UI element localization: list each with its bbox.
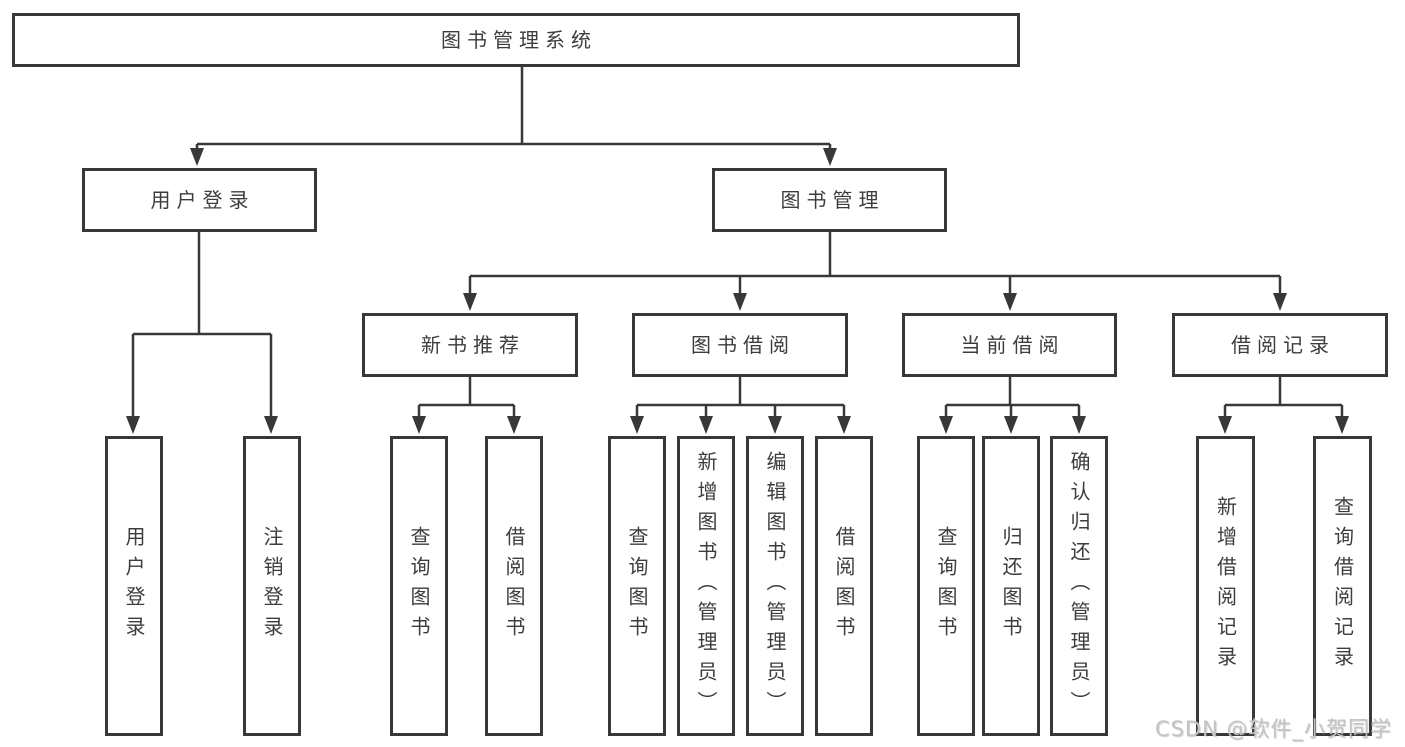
- leaf-query-books-borrowing-label: 查询图书: [625, 526, 649, 646]
- leaf-query-borrow-record: 查询借阅记录: [1313, 436, 1372, 736]
- node-current-borrowing-label: 当前借阅: [960, 333, 1065, 357]
- node-root-label: 图书管理系统: [441, 28, 597, 52]
- csdn-watermark: CSDN @软件_小贺同学: [1154, 717, 1392, 741]
- leaf-confirm-return-admin-label: 确认归还（管理员）: [1067, 451, 1091, 721]
- node-book-borrowing: 图书借阅: [632, 313, 848, 377]
- leaf-add-book-admin: 新增图书（管理员）: [677, 436, 735, 736]
- leaf-add-borrow-record-label: 新增借阅记录: [1213, 496, 1238, 676]
- leaf-borrow-books-borrowing: 借阅图书: [815, 436, 873, 736]
- node-user-login: 用户登录: [82, 168, 317, 232]
- leaf-return-book-label: 归还图书: [999, 526, 1023, 646]
- leaf-add-borrow-record: 新增借阅记录: [1196, 436, 1255, 736]
- leaf-borrow-books-recommend: 借阅图书: [485, 436, 543, 736]
- leaf-query-borrow-record-label: 查询借阅记录: [1330, 496, 1355, 676]
- leaf-query-books-recommend: 查询图书: [390, 436, 448, 736]
- node-new-book-recommend: 新书推荐: [362, 313, 578, 377]
- node-current-borrowing: 当前借阅: [902, 313, 1117, 377]
- leaf-borrow-books-borrowing-label: 借阅图书: [832, 526, 856, 646]
- leaf-edit-book-admin: 编辑图书（管理员）: [746, 436, 804, 736]
- leaf-logout-label: 注销登录: [260, 526, 284, 646]
- leaf-return-book: 归还图书: [982, 436, 1040, 736]
- leaf-query-books-current: 查询图书: [917, 436, 975, 736]
- leaf-user-login: 用户登录: [105, 436, 163, 736]
- node-root: 图书管理系统: [12, 13, 1020, 67]
- leaf-logout: 注销登录: [243, 436, 301, 736]
- node-book-management-label: 图书管理: [780, 188, 885, 212]
- leaf-add-book-admin-label: 新增图书（管理员）: [694, 451, 718, 721]
- node-user-login-label: 用户登录: [150, 188, 255, 212]
- leaf-query-books-recommend-label: 查询图书: [407, 526, 431, 646]
- node-borrowing-records: 借阅记录: [1172, 313, 1388, 377]
- node-borrowing-records-label: 借阅记录: [1231, 333, 1335, 357]
- leaf-borrow-books-recommend-label: 借阅图书: [502, 526, 526, 646]
- leaf-user-login-label: 用户登录: [122, 526, 146, 646]
- node-book-management: 图书管理: [712, 168, 947, 232]
- leaf-query-books-borrowing: 查询图书: [608, 436, 666, 736]
- node-new-book-recommend-label: 新书推荐: [421, 333, 525, 357]
- leaf-confirm-return-admin: 确认归还（管理员）: [1050, 436, 1108, 736]
- leaf-edit-book-admin-label: 编辑图书（管理员）: [763, 451, 787, 721]
- leaf-query-books-current-label: 查询图书: [934, 526, 958, 646]
- node-book-borrowing-label: 图书借阅: [691, 333, 795, 357]
